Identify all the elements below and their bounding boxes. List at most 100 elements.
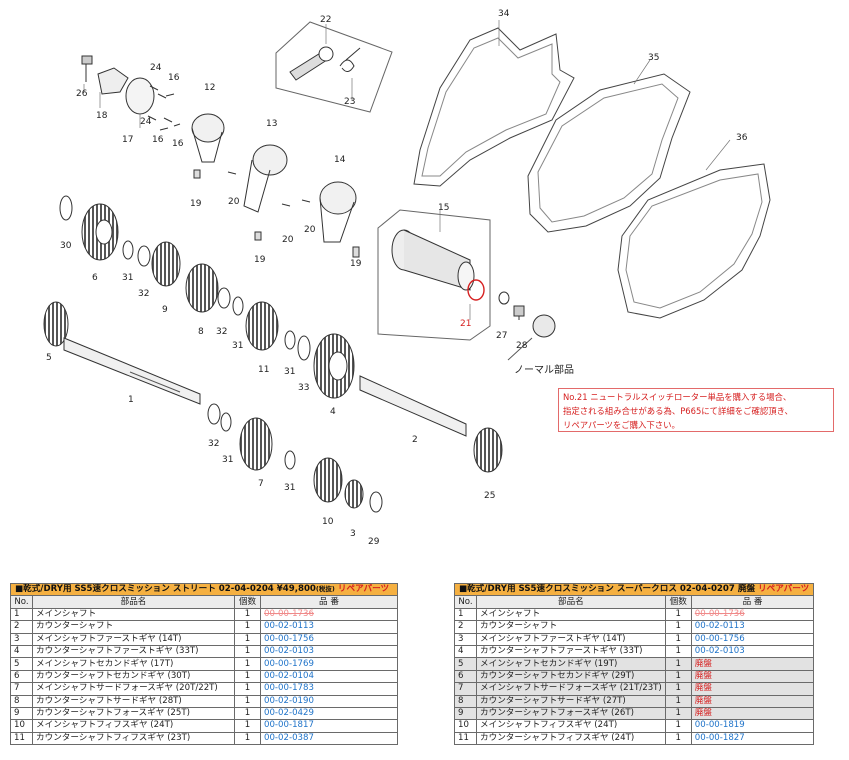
callout-1: 1 xyxy=(128,395,134,405)
part-31-clip-d xyxy=(220,412,232,432)
part-19-pin-c xyxy=(352,246,360,258)
notice-line: 指定される組み合せがある為、P665にて詳細をご確認頂き、 xyxy=(563,406,793,416)
cell-no: 11 xyxy=(454,731,477,746)
cell-part-name: メインシャフトセカンドギヤ (19T) xyxy=(476,657,666,671)
cell-qty: 1 xyxy=(664,682,692,696)
cell-qty: 1 xyxy=(234,620,261,634)
cell-part-code: 00-00-1756 xyxy=(690,632,815,646)
cell-qty: 1 xyxy=(234,669,261,684)
part-31-clip-b xyxy=(232,296,244,316)
callout-14: 14 xyxy=(334,155,346,165)
cell-no: 10 xyxy=(10,719,33,733)
repair-parts-table-street: ■乾式/DRY用 SS5速クロスミッション ストリート 02-04-0204 ¥… xyxy=(10,582,398,746)
part-2-counter-shaft xyxy=(359,375,467,437)
callout-23: 23 xyxy=(344,97,356,107)
cell-part-code: 00-00-1819 xyxy=(690,719,815,733)
callout-28: 28 xyxy=(516,341,528,351)
cell-no: 9 xyxy=(454,706,477,721)
table-title-tax: (税抜) xyxy=(315,585,335,594)
part-31-clip-a xyxy=(122,240,134,260)
callout-16a: 16 xyxy=(168,73,180,83)
part-27-washer xyxy=(498,291,510,305)
part-19-pin-a xyxy=(193,169,201,179)
callout-36: 36 xyxy=(736,133,748,143)
cell-qty: 1 xyxy=(664,644,692,659)
cell-part-name: メインシャフト xyxy=(476,607,666,622)
callout-21: 21 xyxy=(460,319,472,329)
cell-part-name: メインシャフトファーストギヤ (14T) xyxy=(32,632,235,646)
cell-part-code: 廃盤 xyxy=(690,706,815,721)
callout-31d: 31 xyxy=(222,455,234,465)
cell-no: 4 xyxy=(10,644,33,659)
table-header-row: No. 部品名 個数 品 番 xyxy=(454,595,815,609)
callout-12: 12 xyxy=(204,83,216,93)
notice-line: リペアパーツをご購入下さい。 xyxy=(563,420,680,430)
part-29-washer xyxy=(369,491,383,513)
cell-no: 5 xyxy=(10,657,33,671)
cell-qty: 1 xyxy=(664,694,692,708)
cell-qty: 1 xyxy=(664,731,692,746)
cell-qty: 1 xyxy=(664,719,692,733)
repair-parts-table-supercross: ■乾式/DRY用 SS5速クロスミッション スーパークロス 02-04-0207… xyxy=(453,582,815,746)
part-16-pins xyxy=(159,93,181,131)
part-34-gasket xyxy=(413,27,575,187)
cell-part-name: メインシャフトフィフスギヤ (24T) xyxy=(32,719,235,733)
callout-16c: 16 xyxy=(152,135,164,145)
cell-part-code: 廃盤 xyxy=(690,694,815,708)
col-qty-header: 個数 xyxy=(664,595,692,609)
cell-part-name: メインシャフトサードフォースギヤ (20T/22T) xyxy=(32,682,235,696)
part-18-plate xyxy=(97,67,129,95)
table-title-main: ■乾式/DRY用 SS5速クロスミッション スーパークロス 02-04-0207… xyxy=(459,584,756,595)
cell-no: 8 xyxy=(454,694,477,708)
cell-part-code: 00-00-1756 xyxy=(260,632,398,646)
part-31-clip-c xyxy=(284,330,296,350)
part-23-spring xyxy=(339,47,361,72)
cell-part-code: 00-02-0429 xyxy=(260,706,398,721)
part-24-pins xyxy=(147,85,173,123)
cell-qty: 1 xyxy=(664,706,692,721)
normal-part-cap xyxy=(532,314,556,338)
cell-no: 4 xyxy=(454,644,477,659)
part-17-disk xyxy=(125,77,155,115)
cell-part-name: カウンターシャフトセカンドギヤ (30T) xyxy=(32,669,235,684)
callout-20a: 20 xyxy=(228,197,240,207)
cell-part-name: メインシャフトフィフスギヤ (24T) xyxy=(476,719,666,733)
part-25-gear xyxy=(473,427,503,473)
cell-no: 5 xyxy=(454,657,477,671)
callout-5: 5 xyxy=(46,353,52,363)
cell-no: 6 xyxy=(10,669,33,684)
part-19-pin-b xyxy=(254,231,262,241)
cell-part-code: 00-02-0103 xyxy=(690,644,815,659)
cell-part-name: メインシャフトサードフォースギヤ (21T/23T) xyxy=(476,682,666,696)
cell-part-name: カウンターシャフト xyxy=(476,620,666,634)
cell-part-code: 00-02-0190 xyxy=(260,694,398,708)
table-title-suffix: リペアパーツ xyxy=(337,584,390,595)
callout-3: 3 xyxy=(350,529,356,539)
part-32-washer-b xyxy=(217,287,231,309)
callout-24a: 24 xyxy=(150,63,162,73)
cell-qty: 1 xyxy=(664,657,692,671)
cell-part-name: カウンターシャフトフィフスギヤ (23T) xyxy=(32,731,235,746)
notice-line: No.21 ニュートラルスイッチローター単品を購入する場合、 xyxy=(563,392,792,402)
normal-parts-label: ノーマル部品 xyxy=(514,365,574,376)
cell-part-code: 00-00-1817 xyxy=(260,719,398,733)
part-3-gear xyxy=(344,479,364,509)
part-21-rotor xyxy=(467,279,485,301)
callout-18: 18 xyxy=(96,111,108,121)
cell-part-code: 00-00-1736 xyxy=(260,607,398,622)
callout-31c: 31 xyxy=(284,367,296,377)
cell-no: 7 xyxy=(10,682,33,696)
callout-33: 33 xyxy=(298,383,310,393)
callout-19c: 19 xyxy=(350,259,362,269)
